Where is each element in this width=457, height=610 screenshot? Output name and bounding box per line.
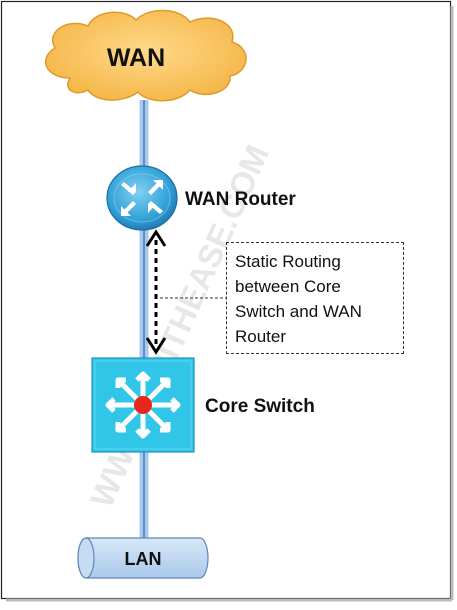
callout-line-4: Router — [235, 327, 287, 346]
callout-line-1: Static Routing — [235, 252, 341, 271]
core-switch-label: Core Switch — [205, 396, 315, 417]
callout-line-3: Switch and WAN — [235, 302, 362, 321]
lan-segment-icon — [77, 537, 209, 579]
wan-cloud-label: WAN — [107, 44, 165, 72]
wan-router-icon — [106, 165, 178, 231]
lan-label: LAN — [125, 549, 162, 569]
wan-cloud-icon — [45, 9, 247, 102]
callout-line-2: between Core — [235, 277, 341, 296]
static-route-arrow-icon — [145, 229, 167, 355]
core-switch-icon — [91, 357, 195, 453]
static-routing-callout: Static Routing between Core Switch and W… — [226, 242, 404, 354]
wan-router-label: WAN Router — [185, 189, 296, 210]
